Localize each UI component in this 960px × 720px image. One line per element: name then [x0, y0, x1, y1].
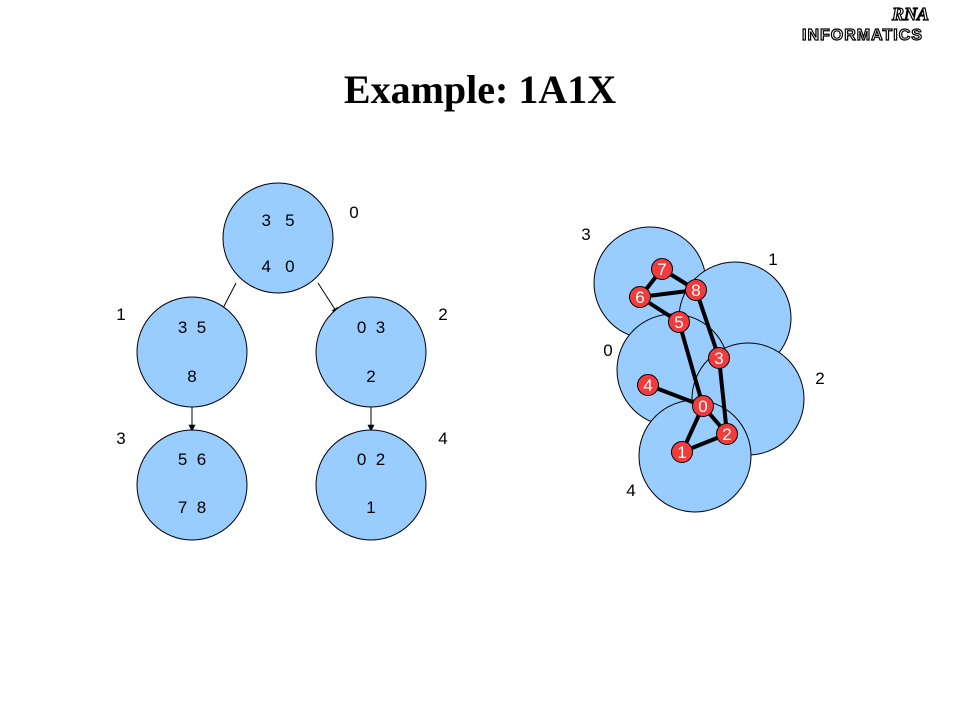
cluster-edge-8-3 [694, 288, 721, 360]
tree-node-circle [136, 429, 248, 541]
tree-node-line1: 0 2 [357, 450, 385, 469]
tree-node-3: 5 6 7 8 3 [116, 429, 248, 541]
rna-informatics-logo: RNA INFORMATICS [801, 3, 929, 44]
cluster-circle-label: 2 [815, 369, 824, 388]
tree-node-line1: 3 5 [261, 211, 294, 230]
vertex-2: 2 [716, 423, 738, 445]
tree-edge-0-2 [317, 282, 339, 315]
tree-node-line2: 8 [187, 367, 196, 386]
tree-node-line2: 4 0 [261, 257, 294, 276]
tree-node-circle [315, 296, 427, 408]
slide-title: Example: 1A1X [343, 67, 617, 112]
tree-node-1: 3 5 8 1 [116, 296, 248, 408]
cluster-circle-label: 3 [581, 225, 590, 244]
cluster-circle-labels: 3 1 0 2 4 [581, 225, 824, 500]
vertex-7: 7 [651, 258, 673, 280]
vertex-circle [716, 423, 738, 445]
tree-node-label: 1 [116, 305, 125, 324]
vertex-label: 7 [657, 260, 666, 279]
tree-node-line2: 1 [366, 498, 375, 517]
vertex-3: 3 [708, 347, 730, 369]
vertex-label: 3 [714, 349, 723, 368]
vertex-0: 0 [692, 395, 714, 417]
tree-node-label: 0 [349, 203, 358, 222]
vertex-label: 2 [722, 425, 731, 444]
logo-line1: RNA [891, 4, 929, 24]
tree-node-line1: 5 6 [178, 450, 206, 469]
vertex-circle [671, 441, 693, 463]
tree-node-line2: 2 [366, 367, 375, 386]
tree-node-line1: 3 5 [178, 318, 206, 337]
tree-node-label: 2 [438, 305, 447, 324]
tree-edges [188, 282, 375, 432]
tree-node-4: 0 2 1 4 [315, 429, 448, 541]
vertex-circle [708, 347, 730, 369]
vertex-label: 1 [677, 443, 686, 462]
cluster-circle-label: 4 [626, 481, 635, 500]
cluster-circle-label: 0 [603, 341, 612, 360]
vertex-circle [668, 311, 690, 333]
tree-node-line1: 0 3 [357, 318, 385, 337]
vertex-6: 6 [629, 286, 651, 308]
vertex-circle [685, 279, 707, 301]
vertex-label: 0 [698, 397, 707, 416]
tree-node-0: 3 5 4 0 0 [222, 182, 359, 294]
logo-line2: INFORMATICS [802, 27, 923, 44]
vertex-circle [651, 258, 673, 280]
tree-node-line2: 7 8 [178, 498, 206, 517]
tree-node-2: 0 3 2 2 [315, 296, 448, 408]
vertex-8: 8 [685, 279, 707, 301]
tree-node-label: 4 [438, 429, 447, 448]
tree-node-circle [222, 182, 334, 294]
tree-node-circle [315, 429, 427, 541]
vertex-label: 4 [643, 376, 652, 395]
cluster-circles [593, 226, 805, 513]
cluster-edge-3-2 [717, 356, 729, 436]
cluster-edge-5-0 [677, 320, 705, 408]
vertex-label: 6 [635, 288, 644, 307]
tree-node-circle [136, 296, 248, 408]
cluster-circle-label: 1 [768, 250, 777, 269]
vertex-circle [692, 395, 714, 417]
vertex-label: 8 [691, 281, 700, 300]
vertex-4: 4 [637, 374, 659, 396]
vertex-circle [629, 286, 651, 308]
tree-node-label: 3 [116, 429, 125, 448]
cluster-circle-4 [638, 399, 752, 513]
vertex-label: 5 [674, 313, 683, 332]
cluster-vertices: 7 6 8 5 3 4 0 2 [629, 258, 738, 463]
vertex-1: 1 [671, 441, 693, 463]
vertex-5: 5 [668, 311, 690, 333]
vertex-circle [637, 374, 659, 396]
